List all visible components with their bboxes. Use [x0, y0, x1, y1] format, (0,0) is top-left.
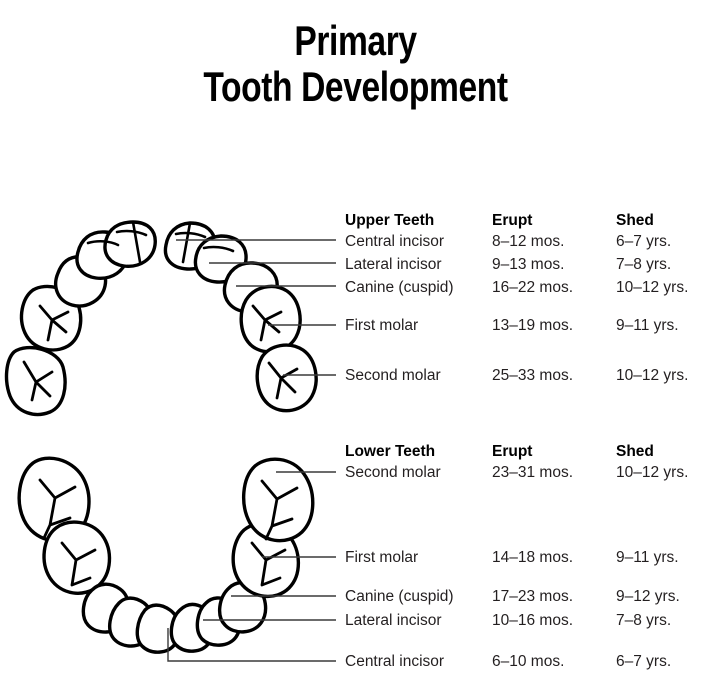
upper-tooth-erupt-0: 8–12 mos.: [492, 233, 565, 250]
lower-tooth-name-4: Central incisor: [345, 653, 445, 670]
lower-row-central-incisor: Central incisor 6–10 mos. 6–7 yrs.: [345, 651, 711, 672]
upper-row-canine: Canine (cuspid) 16–22 mos. 10–12 yrs.: [345, 277, 711, 298]
incisor-detail-lines: [86, 220, 235, 264]
lower-tooth-name-0: Second molar: [345, 464, 441, 481]
leader-lower-central-incisor: [167, 628, 336, 662]
lower-tooth-erupt-2: 17–23 mos.: [492, 588, 573, 605]
upper-tooth-name-3: First molar: [345, 317, 419, 334]
upper-tooth-shed-4: 10–12 yrs.: [616, 367, 689, 384]
upper-arch: [4, 220, 318, 417]
lower-row-lateral-incisor: Lateral incisor 10–16 mos. 7–8 yrs.: [345, 610, 711, 631]
lower-header-erupt: Erupt: [492, 443, 533, 460]
upper-row-central-incisor: Central incisor 8–12 mos. 6–7 yrs.: [345, 231, 711, 252]
lower-row-second-molar: Second molar 23–31 mos. 10–12 yrs.: [345, 462, 711, 483]
upper-row-second-molar: Second molar 25–33 mos. 10–12 yrs.: [345, 365, 711, 386]
upper-tooth-name-2: Canine (cuspid): [345, 279, 454, 296]
title-line-1: Primary: [294, 17, 417, 64]
lower-tooth-erupt-4: 6–10 mos.: [492, 653, 565, 670]
page-title: Primary Tooth Development: [0, 18, 711, 110]
upper-header-erupt: Erupt: [492, 212, 533, 229]
upper-tooth-erupt-1: 9–13 mos.: [492, 256, 565, 273]
lower-tooth-name-3: Lateral incisor: [345, 612, 442, 629]
lower-row-canine: Canine (cuspid) 17–23 mos. 9–12 yrs.: [345, 586, 711, 607]
lower-tooth-shed-1: 9–11 yrs.: [616, 549, 679, 566]
lower-header-shed: Shed: [616, 443, 654, 460]
upper-tooth-erupt-3: 13–19 mos.: [492, 317, 573, 334]
upper-tooth-name-0: Central incisor: [345, 233, 445, 250]
lower-header-name: Lower Teeth: [345, 443, 436, 460]
leader-lines: [167, 239, 336, 662]
lower-tooth-erupt-0: 23–31 mos.: [492, 464, 573, 481]
upper-row-first-molar: First molar 13–19 mos. 9–11 yrs.: [345, 315, 711, 336]
lower-table-header-row: Lower Teeth Erupt Shed: [345, 441, 711, 462]
lower-tooth-shed-3: 7–8 yrs.: [616, 612, 672, 629]
lower-tooth-shed-2: 9–12 yrs.: [616, 588, 680, 605]
upper-tooth-shed-0: 6–7 yrs.: [616, 233, 672, 250]
upper-tooth-erupt-4: 25–33 mos.: [492, 367, 573, 384]
title-line-2: Tooth Development: [203, 63, 508, 110]
molar-fissure-lines: [22, 304, 299, 587]
upper-tooth-shed-3: 9–11 yrs.: [616, 317, 679, 334]
lower-arch: [17, 456, 315, 654]
upper-table-header-row: Upper Teeth Erupt Shed: [345, 210, 711, 231]
lower-tooth-erupt-1: 14–18 mos.: [492, 549, 573, 566]
lower-tooth-name-1: First molar: [345, 549, 419, 566]
lower-row-first-molar: First molar 14–18 mos. 9–11 yrs.: [345, 547, 711, 568]
upper-tooth-name-1: Lateral incisor: [345, 256, 442, 273]
upper-header-name: Upper Teeth: [345, 212, 435, 229]
upper-header-shed: Shed: [616, 212, 654, 229]
upper-tooth-shed-2: 10–12 yrs.: [616, 279, 689, 296]
lower-tooth-name-2: Canine (cuspid): [345, 588, 454, 605]
upper-tooth-shed-1: 7–8 yrs.: [616, 256, 672, 273]
lower-tooth-shed-4: 6–7 yrs.: [616, 653, 672, 670]
upper-row-lateral-incisor: Lateral incisor 9–13 mos. 7–8 yrs.: [345, 254, 711, 275]
lower-tooth-shed-0: 10–12 yrs.: [616, 464, 689, 481]
lower-tooth-erupt-3: 10–16 mos.: [492, 612, 573, 629]
upper-tooth-name-4: Second molar: [345, 367, 441, 384]
upper-tooth-erupt-2: 16–22 mos.: [492, 279, 573, 296]
